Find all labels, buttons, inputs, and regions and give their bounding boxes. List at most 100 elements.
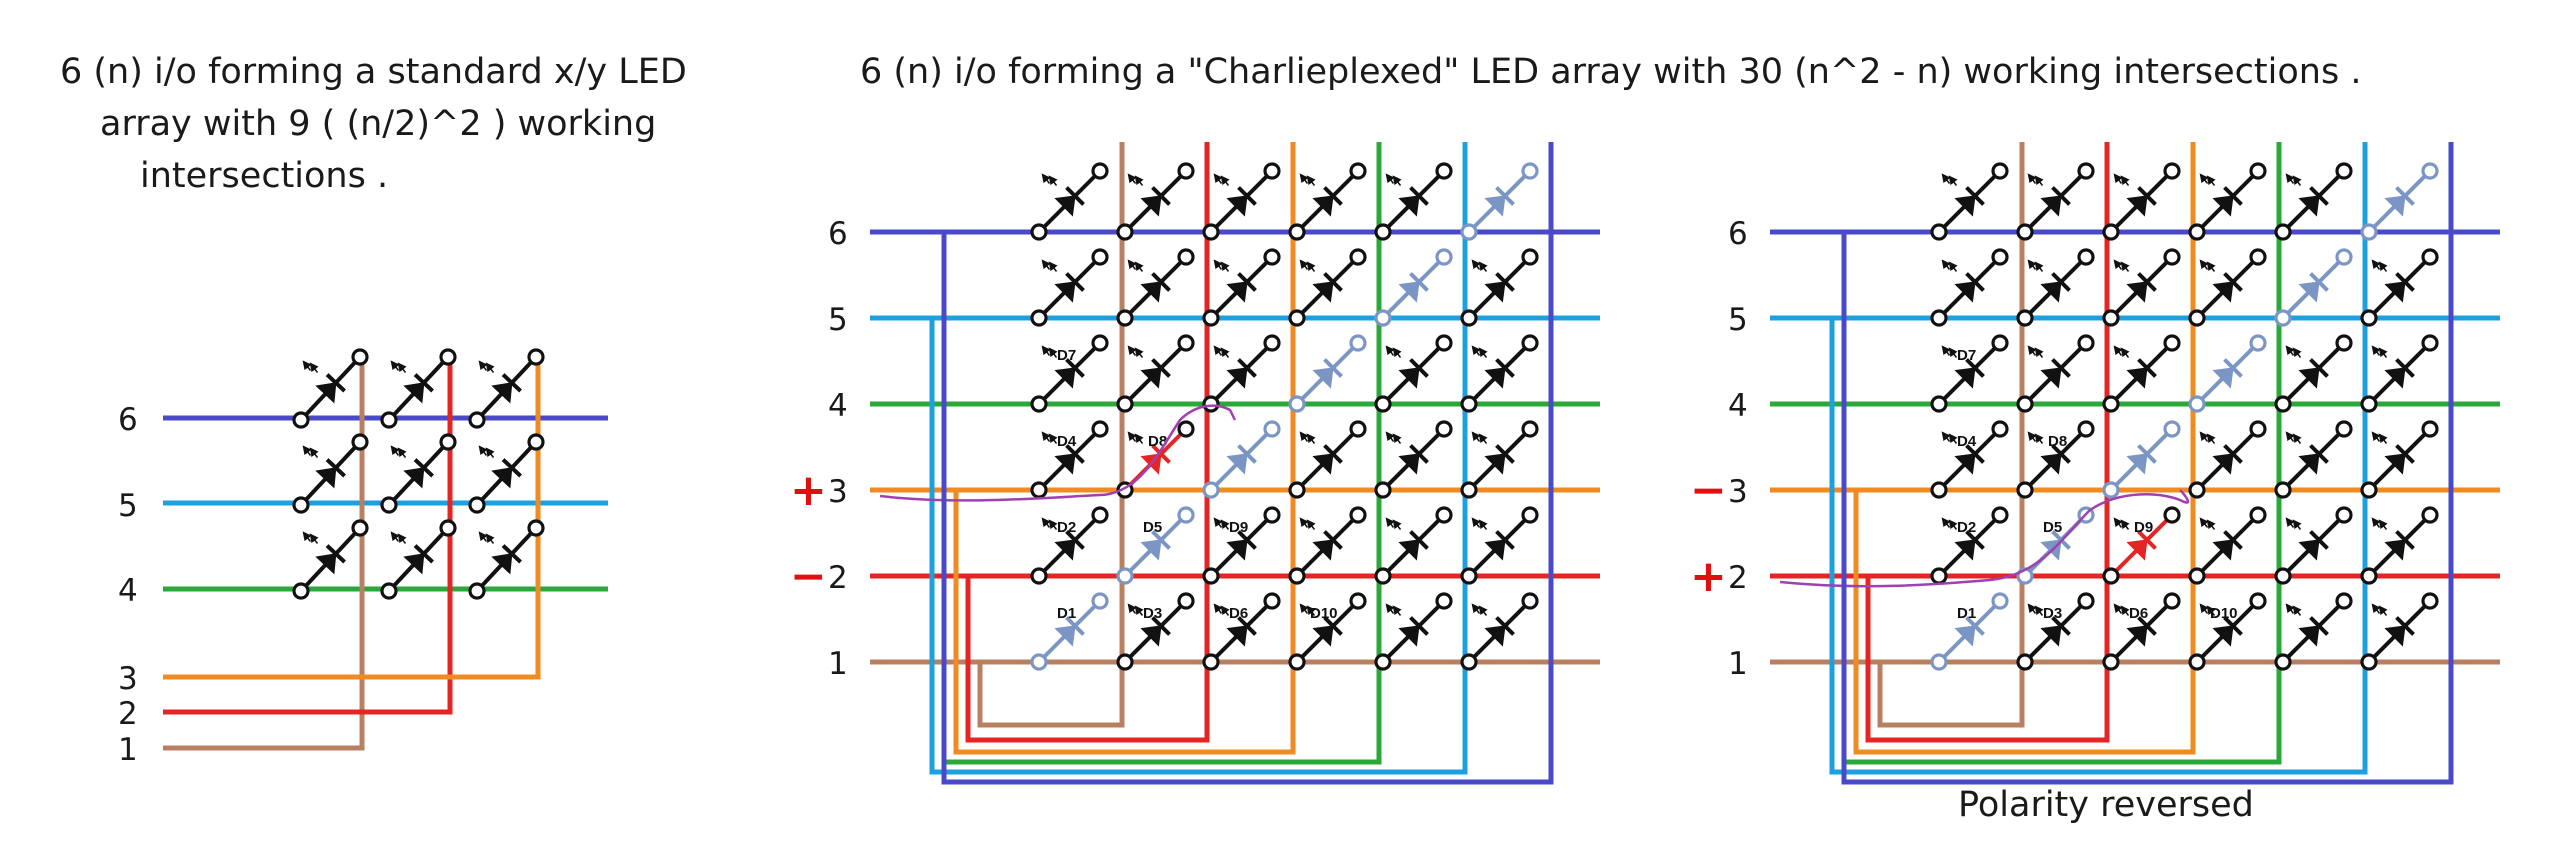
- light-emission-arrows-icon: [1127, 173, 1144, 186]
- led: [468, 348, 545, 429]
- led-anode-node: [2360, 223, 2378, 241]
- charlie-wire-5: [1829, 142, 2368, 775]
- led-label-D7: D7: [1957, 347, 1976, 364]
- led-label-D7: D7: [1057, 347, 1076, 364]
- light-emission-arrows-icon: [1385, 517, 1402, 530]
- led-anode-node: [1030, 309, 1048, 327]
- emission-arrow: [1471, 517, 1481, 528]
- led: [1374, 506, 1453, 585]
- led-anode-node: [1288, 653, 1306, 671]
- led-diode-icon: [1954, 367, 1976, 389]
- led-cathode-bar: [1409, 358, 1429, 378]
- led-cathode-bar: [2309, 530, 2329, 550]
- led-anode-node: [1030, 567, 1048, 585]
- charlie-wire-2: [965, 142, 1210, 743]
- led: [2274, 334, 2353, 413]
- led-diode-icon: [2212, 195, 2234, 217]
- led-cathode-node: [2163, 506, 2181, 524]
- led-cathode-bar: [1965, 530, 1985, 550]
- led-cathode-bar: [2395, 272, 2415, 292]
- led-cathode-node: [2421, 506, 2439, 524]
- led-cathode-node: [1521, 334, 1539, 352]
- led-anode-node: [1460, 223, 1478, 241]
- led-cathode-bar: [1237, 272, 1257, 292]
- led-label-D3: D3: [2043, 605, 2062, 622]
- led-diode-icon: [2384, 367, 2406, 389]
- led-diode-icon: [1226, 195, 1248, 217]
- led-anode-node: [1116, 309, 1134, 327]
- emission-arrow: [1948, 347, 1958, 358]
- led: [2016, 334, 2095, 413]
- led-cathode-node: [1435, 334, 1453, 352]
- led-cathode-node: [1263, 334, 1281, 352]
- led-anode-node: [1460, 395, 1478, 413]
- led-cathode-bar: [2309, 358, 2329, 378]
- led-cathode-bar: [1237, 530, 1257, 550]
- led-diode-icon: [2212, 453, 2234, 475]
- led: [2188, 248, 2267, 327]
- light-emission-arrows-icon: [2371, 345, 2388, 358]
- led-cathode-bar: [1965, 616, 1985, 636]
- emission-arrow: [478, 445, 488, 456]
- led-cathode-bar: [1237, 186, 1257, 206]
- light-emission-arrows-icon: [2371, 259, 2388, 272]
- emission-arrow: [1306, 433, 1316, 444]
- led-cathode-node: [1091, 420, 1109, 438]
- led-cathode-node: [2249, 506, 2267, 524]
- led-anode-node: [1374, 223, 1392, 241]
- light-emission-arrows-icon: [2113, 603, 2130, 616]
- charlie-wire-3: [953, 142, 1296, 755]
- led-label-D6: D6: [2129, 605, 2148, 622]
- light-emission-arrows-icon: [2199, 173, 2216, 186]
- light-emission-arrows-icon: [302, 360, 319, 373]
- outer-return-6: [1841, 142, 2454, 785]
- emission-arrow: [1127, 345, 1137, 356]
- emission-arrow: [1041, 345, 1051, 356]
- led-anode-node: [1930, 395, 1948, 413]
- led-anode-node: [1202, 567, 1220, 585]
- emission-arrow: [1220, 175, 1230, 186]
- led-anode-node: [380, 582, 398, 600]
- led: [2188, 420, 2267, 499]
- led: [1030, 162, 1109, 241]
- led-cathode-node: [2077, 162, 2095, 180]
- emission-arrow: [1392, 175, 1402, 186]
- led-cathode-node: [1521, 248, 1539, 266]
- led-cathode-bar: [2395, 186, 2415, 206]
- led: [1460, 248, 1539, 327]
- led-cathode-bar: [1409, 272, 1429, 292]
- light-emission-arrows-icon: [302, 531, 319, 544]
- emission-arrow: [1478, 433, 1488, 444]
- led: [2016, 162, 2095, 241]
- led-diode-icon: [1398, 453, 1420, 475]
- led-cathode-bar: [1065, 616, 1085, 636]
- led: [2360, 420, 2439, 499]
- led-anode-node: [2016, 309, 2034, 327]
- led-diode-icon: [1312, 625, 1334, 647]
- light-emission-arrows-icon: [1213, 173, 1230, 186]
- light-emission-arrows-icon: [1471, 345, 1488, 358]
- led-diode-icon: [1398, 367, 1420, 389]
- led-cathode-bar: [2223, 616, 2243, 636]
- led-diode-icon: [1226, 453, 1248, 475]
- led-anode-node: [380, 496, 398, 514]
- emission-arrow: [1041, 517, 1051, 528]
- led-diode-icon: [1312, 367, 1334, 389]
- led-diode-icon: [1312, 539, 1334, 561]
- emission-arrow: [2120, 605, 2130, 616]
- led-anode-node: [1930, 223, 1948, 241]
- led-cathode-node: [1177, 592, 1195, 610]
- led-cathode-bar: [2309, 444, 2329, 464]
- led-label-D5: D5: [1143, 519, 1162, 536]
- led-diode-icon: [1054, 539, 1076, 561]
- led-anode-node: [1202, 309, 1220, 327]
- led-diode-icon: [2298, 367, 2320, 389]
- emission-arrow: [2371, 345, 2381, 356]
- led-cathode-node: [2421, 162, 2439, 180]
- emission-arrow: [1471, 345, 1481, 356]
- led-cathode-node: [1091, 162, 1109, 180]
- led-cathode-bar: [2309, 272, 2329, 292]
- emission-arrow: [2285, 345, 2295, 356]
- emission-arrow: [390, 360, 400, 371]
